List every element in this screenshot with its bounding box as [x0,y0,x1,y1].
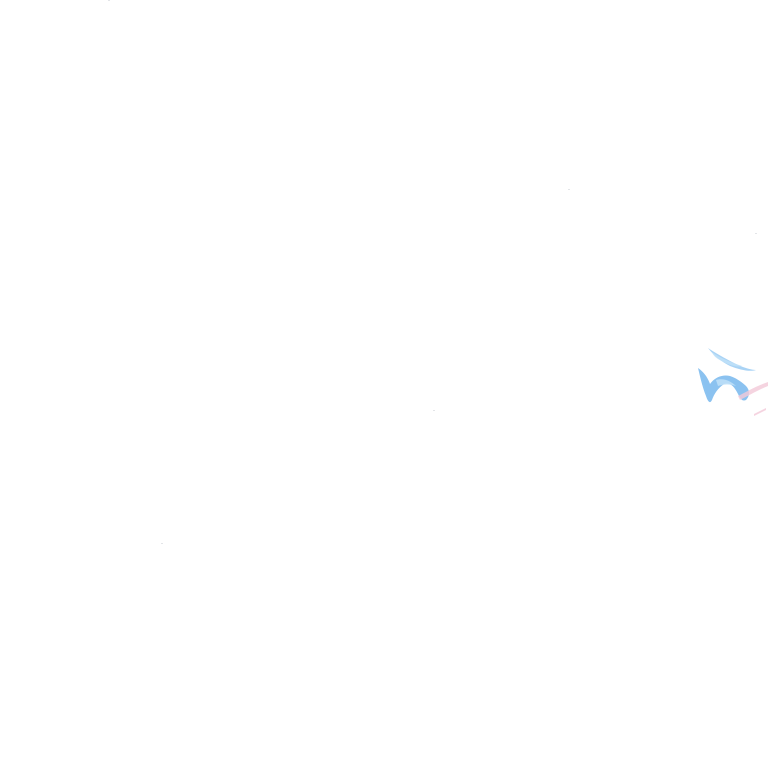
brush-stroke-accent [738,382,768,400]
speck [108,0,110,1]
watercolor-brush-stroke-icon [690,340,768,420]
brush-stroke-lower-3 [716,379,736,386]
brush-stroke-upper [708,348,756,371]
brush-stroke-accent-tail [754,408,766,416]
brush-stroke-lower-2 [700,374,708,398]
brush-stroke-upper-2 [712,352,742,367]
speck [568,189,570,190]
brush-stroke-lower [698,368,749,403]
speck [161,543,163,544]
speck [433,410,435,411]
speck [755,233,757,234]
brush-stroke-svg [698,348,768,416]
